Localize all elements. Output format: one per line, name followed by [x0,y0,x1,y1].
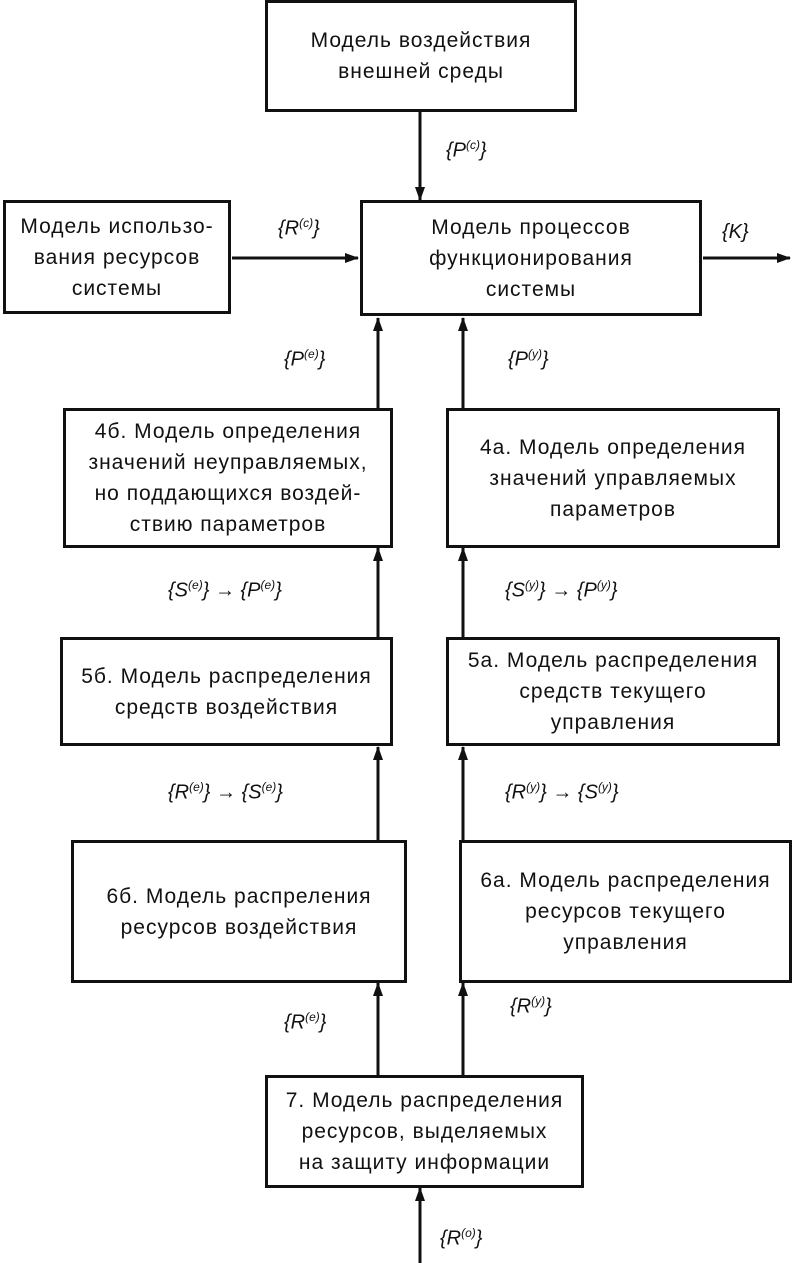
box-6a: 6а. Модель распределения ресурсов текуще… [459,840,792,983]
box-5b: 5б. Модель распределения средств воздейс… [60,637,393,746]
box-7-text: 7. Модель распределения ресурсов, выделя… [285,1089,564,1174]
box-4a-text: 4а. Модель определения значений управляе… [479,435,747,521]
label-k: {K} [722,221,749,243]
box-5a: 5а. Модель распределения средств текущег… [446,637,780,746]
box-process-text: Модель процессов функционирования систем… [429,215,633,301]
label-pe: {P(e)} [284,347,326,371]
box-resource-usage-text: Модель использо- вания ресурсов системы [20,214,214,300]
box-5b-text: 5б. Модель распределения средств воздейс… [81,664,372,719]
box-6a-text: 6а. Модель распределения ресурсов текуще… [480,869,771,954]
box-4b: 4б. Модель определения значений неуправл… [63,408,393,548]
box-resource-usage-model: Модель использо- вания ресурсов системы [3,200,231,314]
box-5a-text: 5а. Модель распределения средств текущег… [467,649,759,734]
label-rc: {R(c)} [278,216,320,240]
label-ro: {R(o)} [440,1226,483,1250]
label-re-to-se: {R(e)} → {S(e)} [168,780,283,804]
box-4a: 4а. Модель определения значений управляе… [446,408,780,548]
label-ry-to-sy: {R(y)} → {S(y)} [505,780,619,804]
box-6b: 6б. Модель распреления ресурсов воздейст… [71,840,407,983]
box-4b-text: 4б. Модель определения значений неуправл… [88,420,368,536]
label-se-to-pe: {S(e)} → {P(e)} [168,578,282,602]
box-process-model: Модель процессов функционирования систем… [360,200,702,316]
label-pc: {P(c)} [446,138,487,162]
box-environment-model: Модель воздействия внешней среды [265,0,577,112]
label-re: {R(e)} [284,1010,327,1034]
box-6b-text: 6б. Модель распреления ресурсов воздейст… [106,884,372,939]
label-py: {P(y)} [508,347,549,371]
label-ry: {R(y)} [510,994,552,1018]
label-sy-to-py: {S(y)} → {P(y)} [505,578,618,602]
box-7: 7. Модель распределения ресурсов, выделя… [265,1075,584,1188]
box-environment-text: Модель воздействия внешней среды [310,29,532,83]
